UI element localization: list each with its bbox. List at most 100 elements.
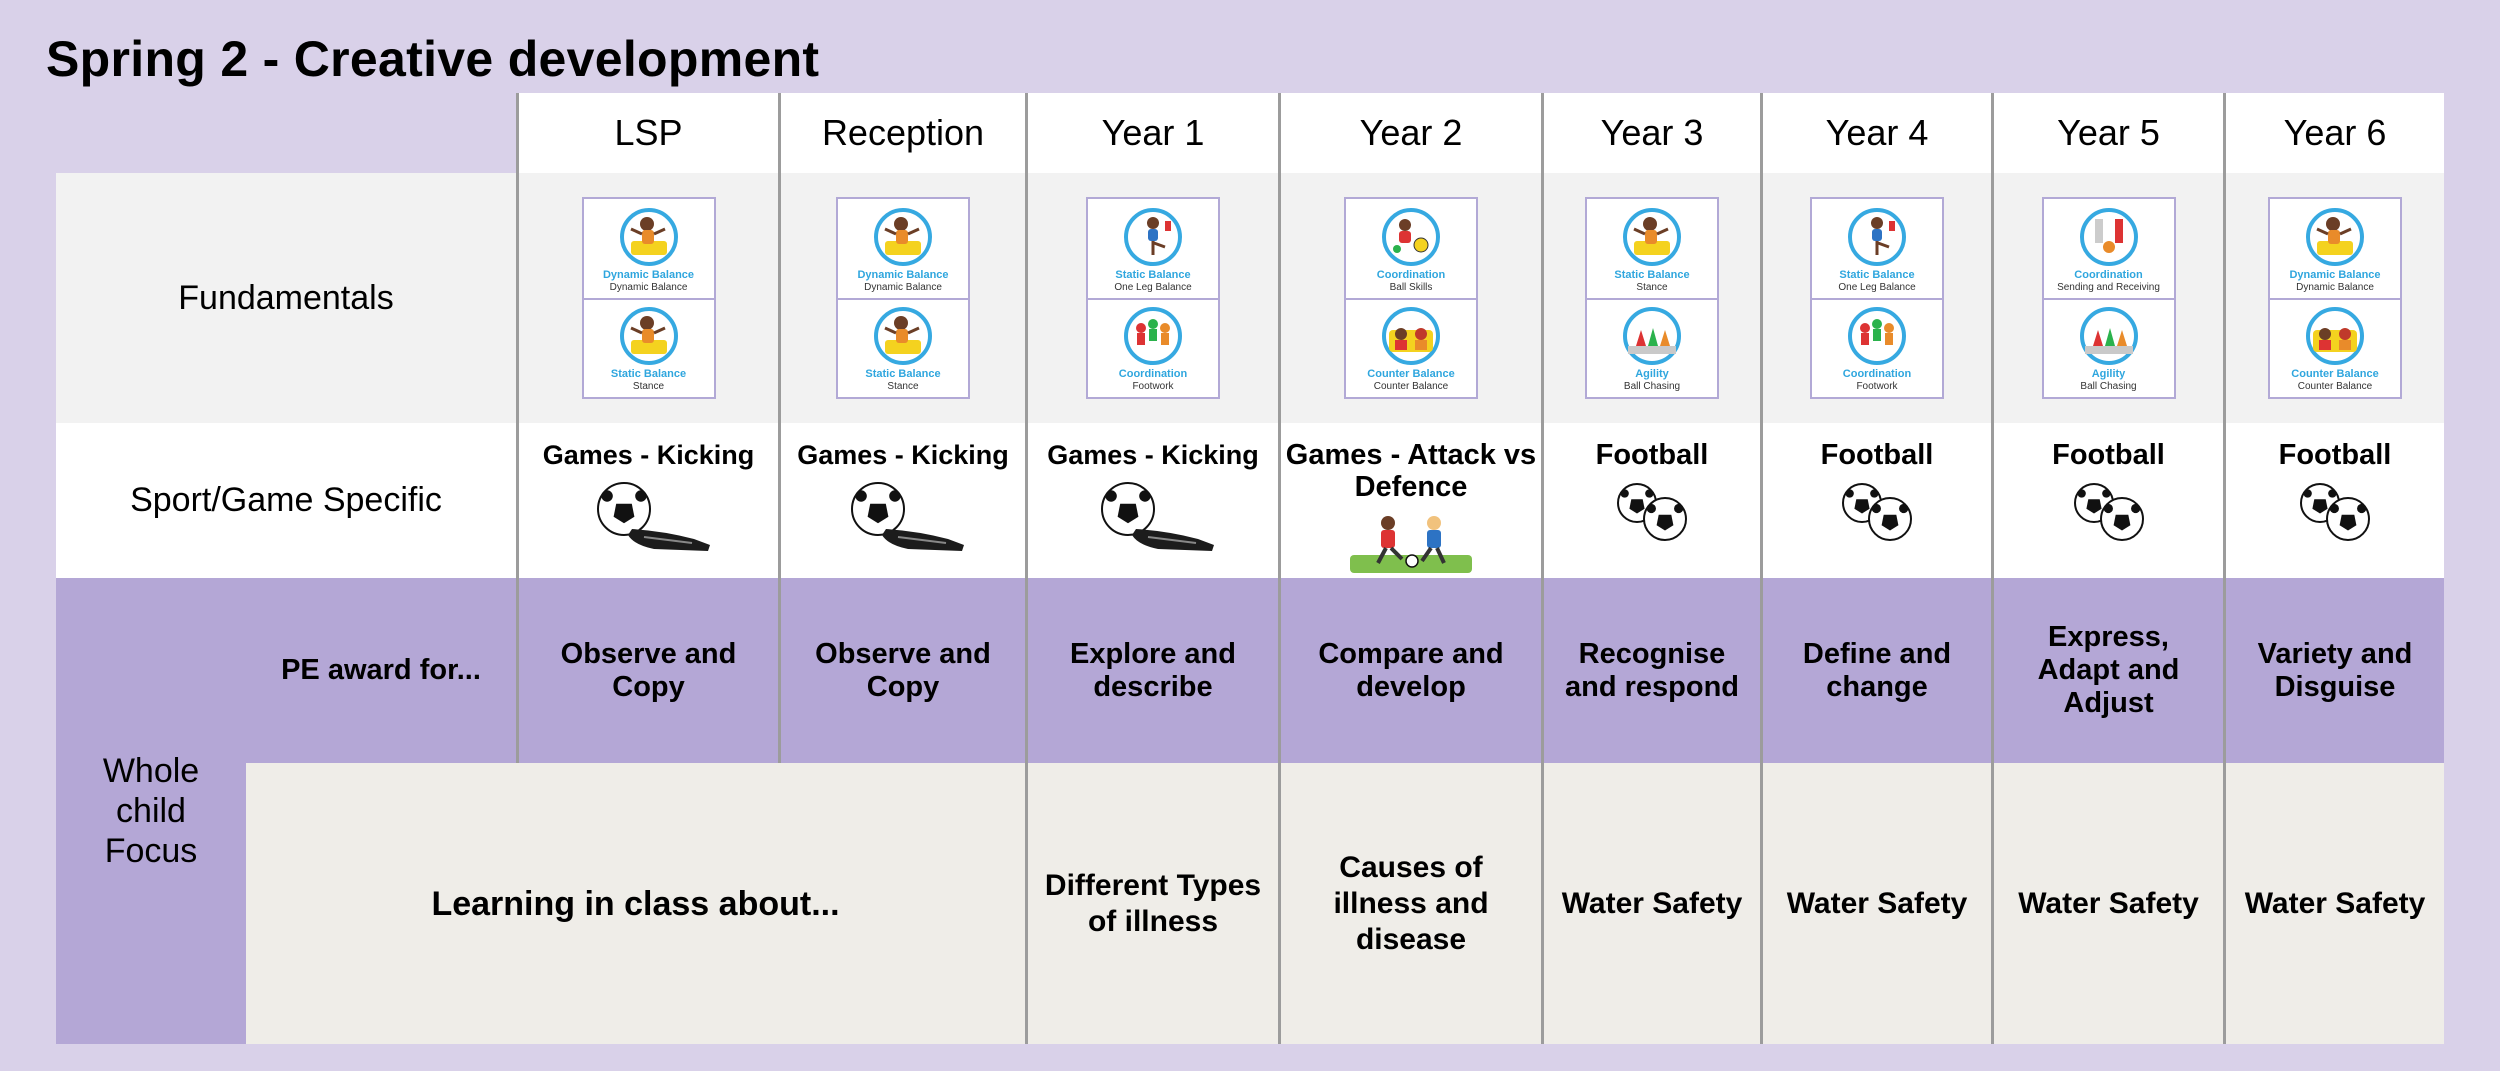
kicking-ball-icon bbox=[851, 482, 964, 551]
card-skill-name: Coordination bbox=[1842, 368, 1912, 380]
one-leg-child-icon bbox=[1848, 208, 1906, 266]
sport-cell: Football bbox=[1541, 423, 1760, 578]
sport-illustration bbox=[584, 479, 714, 556]
card-skill-detail: Stance bbox=[1636, 282, 1668, 293]
sport-illustration bbox=[1346, 511, 1476, 580]
sport-cell: Football bbox=[1991, 423, 2223, 578]
balancing-child-icon bbox=[1623, 208, 1681, 266]
award-lsp: Observe and Copy bbox=[516, 578, 778, 763]
award-year-4: Define and change bbox=[1760, 578, 1991, 763]
card-skill-name: Counter Balance bbox=[1367, 368, 1455, 380]
sport-name: Football bbox=[1820, 439, 1934, 471]
sport-illustration bbox=[2290, 479, 2380, 550]
sport-cell: Football bbox=[1760, 423, 1991, 578]
sport-illustration bbox=[1607, 479, 1697, 550]
counter-balance-children-icon bbox=[2306, 307, 2364, 365]
table-corner bbox=[56, 93, 516, 173]
card-skill-detail: Ball Chasing bbox=[1623, 381, 1681, 392]
sport-name: Football bbox=[2278, 439, 2392, 471]
group-children-icon bbox=[1124, 307, 1182, 365]
sport-name: Games - Attack vs Defence bbox=[1285, 439, 1537, 503]
sport-name: Games - Kicking bbox=[797, 440, 1009, 470]
balancing-child-icon bbox=[874, 208, 932, 266]
sport-cell: Games - Kicking bbox=[1025, 423, 1278, 578]
header-year-6: Year 6 bbox=[2223, 93, 2444, 173]
sport-name: Football bbox=[2052, 439, 2165, 471]
award-reception: Observe and Copy bbox=[778, 578, 1025, 763]
balancing-child-icon bbox=[874, 307, 932, 365]
header-lsp: LSP bbox=[516, 93, 778, 173]
sending-receiving-icon bbox=[2079, 208, 2138, 266]
card-skill-name: Coordination bbox=[1376, 269, 1446, 281]
card-skill-name: Dynamic Balance bbox=[2289, 269, 2381, 281]
learning-year-5: Water Safety bbox=[1991, 763, 2223, 1044]
sport-illustration bbox=[1832, 479, 1922, 550]
row-label-learning: Learning in class about... bbox=[246, 763, 1025, 1044]
card-skill-name: Static Balance bbox=[865, 368, 941, 380]
sport-illustration bbox=[838, 479, 968, 556]
card-skill-detail: One Leg Balance bbox=[1838, 282, 1916, 293]
sport-cell: Games - Kicking bbox=[778, 423, 1025, 578]
card-skill-name: Dynamic Balance bbox=[602, 269, 695, 281]
learning-year-1: Different Types of illness bbox=[1025, 763, 1278, 1044]
sport-name: Games - Kicking bbox=[1047, 440, 1259, 470]
card-skill-detail: Ball Chasing bbox=[2080, 381, 2137, 392]
award-year-3: Recognise and respond bbox=[1541, 578, 1760, 763]
ball-skills-child-icon bbox=[1382, 208, 1440, 266]
counter-balance-children-icon bbox=[1382, 307, 1440, 365]
card-skill-name: Counter Balance bbox=[2291, 368, 2379, 380]
sport-cell: Football bbox=[2223, 423, 2444, 578]
footballs-icon bbox=[2073, 483, 2144, 541]
group-children-icon bbox=[1848, 307, 1906, 365]
card-skill-name: Agility bbox=[1635, 368, 1669, 380]
card-skill-detail: Stance bbox=[632, 381, 665, 392]
card-skill-detail: Stance bbox=[887, 381, 919, 392]
learning-year-6: Water Safety bbox=[2223, 763, 2444, 1044]
learning-year-2: Causes of illness and disease bbox=[1278, 763, 1541, 1044]
card-skill-name: Static Balance bbox=[1115, 269, 1191, 281]
header-year-5: Year 5 bbox=[1991, 93, 2223, 173]
page-title: Spring 2 - Creative development bbox=[46, 31, 820, 87]
sport-illustration bbox=[2064, 479, 2154, 550]
card-skill-name: Static Balance bbox=[1614, 269, 1690, 281]
footballs-icon bbox=[1842, 483, 1912, 541]
card-skill-detail: One Leg Balance bbox=[1114, 282, 1192, 293]
card-skill-detail: Dynamic Balance bbox=[609, 282, 688, 293]
header-year-3: Year 3 bbox=[1541, 93, 1760, 173]
award-year-2: Compare and develop bbox=[1278, 578, 1541, 763]
row-label-sport: Sport/Game Specific bbox=[56, 423, 516, 578]
card-skill-detail: Counter Balance bbox=[1373, 381, 1449, 392]
award-year-1: Explore and describe bbox=[1025, 578, 1278, 763]
header-year-2: Year 2 bbox=[1278, 93, 1541, 173]
row-label-whole-child: Whole child Focus bbox=[56, 578, 246, 1044]
football-players-icon bbox=[1350, 516, 1472, 573]
balancing-child-icon bbox=[619, 208, 678, 266]
sport-illustration bbox=[1088, 479, 1218, 556]
learning-year-4: Water Safety bbox=[1760, 763, 1991, 1044]
sport-name: Football bbox=[1595, 439, 1709, 471]
card-skill-name: Coordination bbox=[1118, 368, 1188, 380]
